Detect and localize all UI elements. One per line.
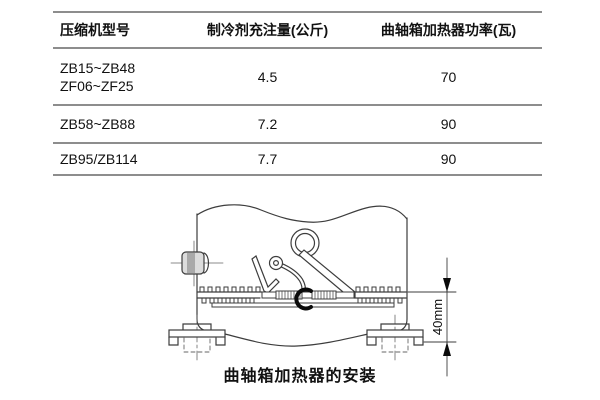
tension-lever-right: [298, 249, 356, 298]
sight-glass-icon: [290, 228, 320, 258]
mounting-foot-left: [168, 314, 226, 361]
diagram-caption: 曲轴箱加热器的安装: [223, 368, 377, 385]
model-line-2: ZF06~ZF25: [60, 77, 134, 94]
cell-model: ZB95/ZB114: [53, 150, 180, 168]
header-refrigerant-charge: 制冷剂充注量(公斤): [206, 22, 329, 38]
table-header-row: 压缩机型号 制冷剂充注量(公斤) 曲轴箱加热器功率(瓦): [53, 13, 542, 49]
header-compressor-model: 压缩机型号: [60, 22, 130, 38]
compressor-shell-outline: [196, 204, 408, 347]
dimension-line: 40mm: [407, 257, 457, 377]
mounting-foot-right: [366, 314, 424, 361]
table-row: ZB95/ZB114 7.7 90: [53, 144, 542, 176]
cell-power: 90: [440, 151, 457, 167]
cell-charge: 7.2: [257, 116, 278, 132]
cell-model: ZB15~ZB48 ZF06~ZF25: [53, 59, 180, 95]
crankcase-heater-diagram: 40mm: [168, 204, 457, 377]
plug-bolt: [170, 240, 224, 287]
cell-charge: 7.7: [257, 151, 278, 167]
model-line-1: ZB58~ZB88: [60, 116, 136, 132]
cell-model: ZB58~ZB88: [53, 115, 180, 133]
model-line-1: ZB95/ZB114: [60, 151, 138, 167]
compressor-spec-table: 压缩机型号 制冷剂充注量(公斤) 曲轴箱加热器功率(瓦) ZB15~ZB48 Z…: [53, 11, 542, 176]
header-heater-power: 曲轴箱加热器功率(瓦): [380, 22, 517, 38]
table-row: ZB15~ZB48 ZF06~ZF25 4.5 70: [53, 49, 542, 106]
spring-hook-clamp: [294, 287, 313, 311]
heater-band: [196, 286, 407, 308]
table-row: ZB58~ZB88 7.2 90: [53, 106, 542, 144]
model-line-1: ZB15~ZB48: [60, 59, 136, 76]
tension-lever-left: [251, 255, 280, 294]
cell-power: 90: [440, 116, 457, 132]
dimension-label: 40mm: [430, 299, 445, 335]
cell-power: 70: [440, 68, 457, 85]
cell-charge: 4.5: [257, 68, 278, 85]
